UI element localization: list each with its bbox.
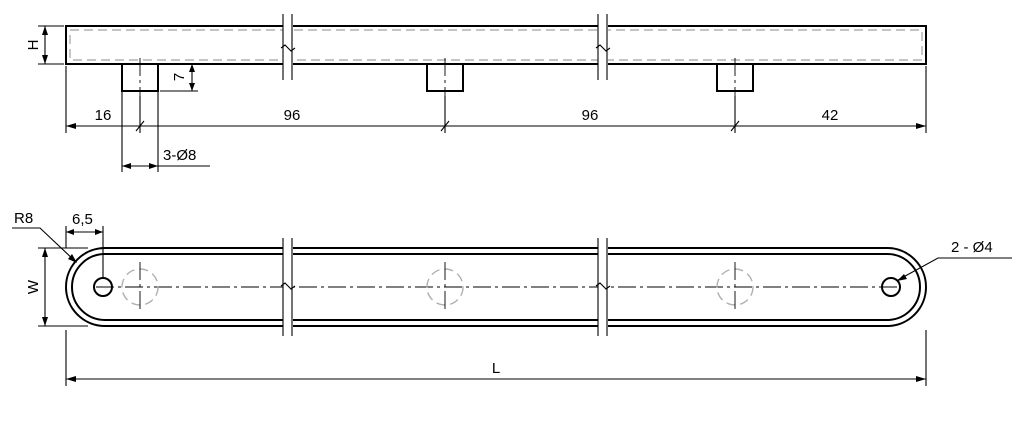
dim-end-offset: 42 <box>822 107 839 124</box>
dim-pitch-1: 96 <box>284 107 301 124</box>
dim-mount-holes-label: 2 - Ø4 <box>951 239 993 256</box>
break-mark-top-2 <box>595 14 611 80</box>
dim-chain: 16 96 96 42 <box>65 66 927 133</box>
dim-leg-holes-label: 3-Ø8 <box>163 147 196 164</box>
dim-width-label: W <box>25 279 42 294</box>
mount-hole-right <box>881 277 901 297</box>
dim-radius: R8 <box>12 210 77 263</box>
bar-side-outline <box>65 25 927 65</box>
bottom-view: R8 6,5 W 2 - Ø4 <box>12 210 1012 386</box>
dim-radius-label: R8 <box>14 210 33 227</box>
break-mark-top-1 <box>280 14 296 80</box>
bar-plan-inner <box>71 253 921 321</box>
dim-leg-holes: 3-Ø8 <box>121 91 210 172</box>
dim-hole-offset: 6,5 <box>65 211 104 278</box>
dim-hole-offset-label: 6,5 <box>72 211 93 228</box>
dim-first-offset: 16 <box>95 107 112 124</box>
break-mark-bottom-2 <box>595 238 611 336</box>
dim-height: H <box>25 25 64 65</box>
top-view: H 7 16 96 96 42 <box>25 14 927 172</box>
dim-length: L <box>65 330 927 386</box>
break-mark-bottom-1 <box>280 238 296 336</box>
dim-height-label: H <box>25 40 42 51</box>
bar-hidden-line <box>69 29 923 61</box>
dim-width: W <box>25 247 88 327</box>
bar-plan-outer <box>65 247 927 327</box>
dim-pitch-2: 96 <box>582 107 599 124</box>
dim-leg-height-label: 7 <box>171 73 188 81</box>
dim-mount-holes: 2 - Ø4 <box>897 239 1012 281</box>
dim-length-label: L <box>492 360 500 377</box>
dim-leg-height: 7 <box>160 63 198 92</box>
